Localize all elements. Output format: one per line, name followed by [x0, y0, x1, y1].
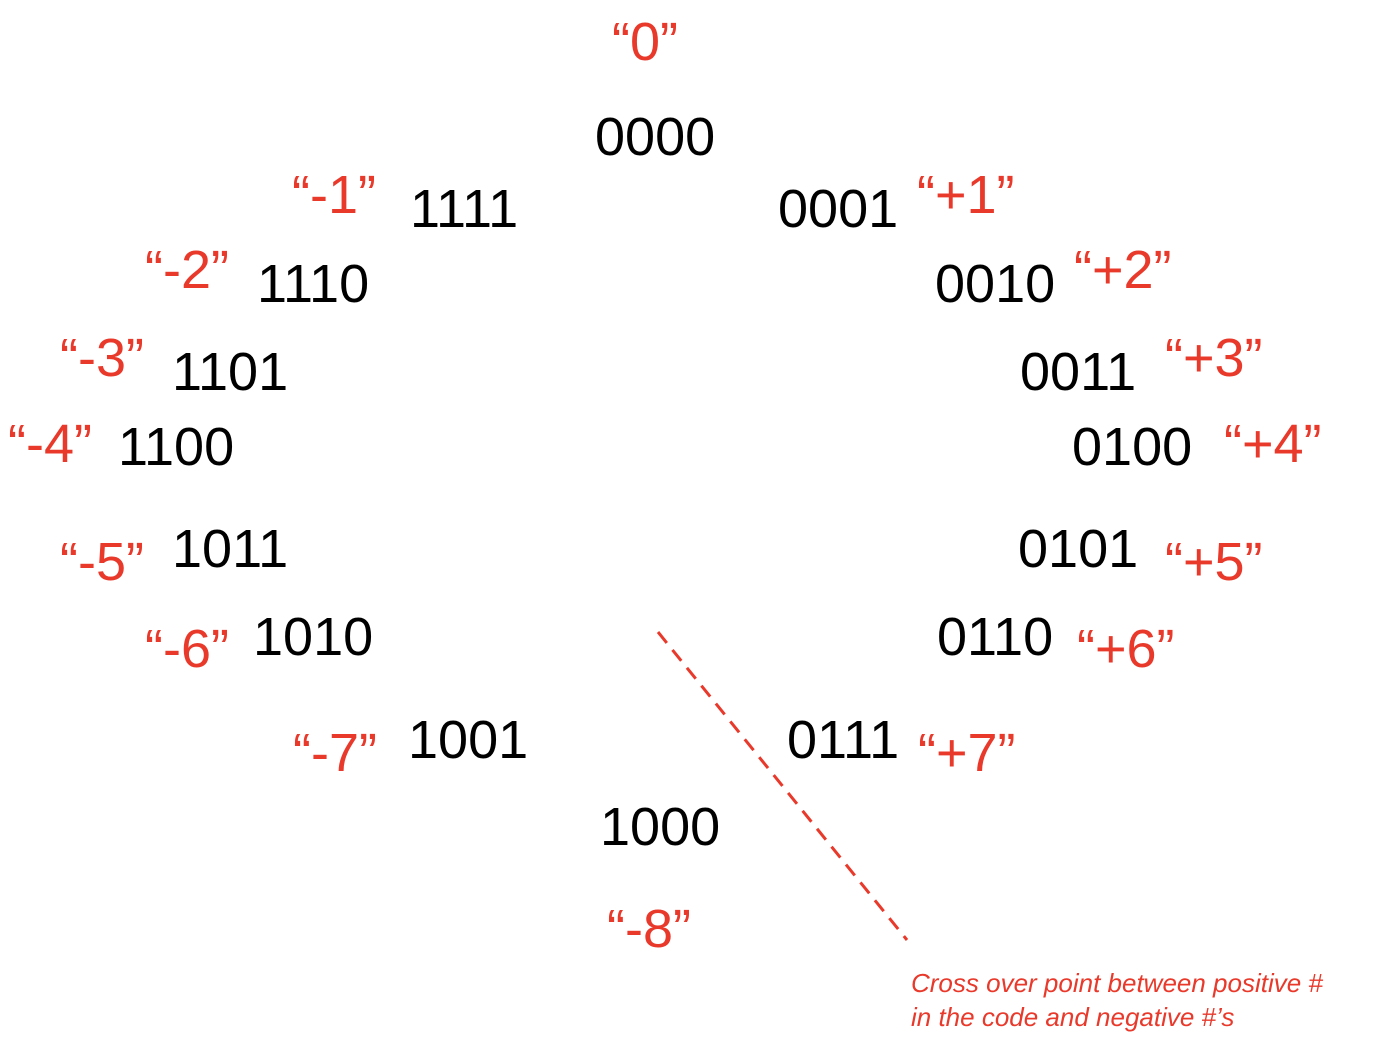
value-label-plus-4: “+4”: [1224, 414, 1322, 474]
value-label-minus-3: “-3”: [60, 328, 144, 388]
code-0100: 0100: [1072, 417, 1193, 477]
value-label-plus-1: “+1”: [917, 165, 1015, 225]
code-0001: 0001: [778, 179, 899, 239]
crossover-annotation-line-1: Cross over point between positive #: [911, 968, 1323, 998]
code-1010: 1010: [253, 607, 374, 667]
value-label-minus-5: “-5”: [60, 532, 144, 592]
value-label-plus-2: “+2”: [1074, 240, 1172, 300]
value-label-minus-1: “-1”: [292, 165, 376, 225]
code-1001: 1001: [408, 710, 529, 770]
value-label-minus-8: “-8”: [607, 899, 691, 959]
code-1000: 1000: [600, 797, 721, 857]
code-0011: 0011: [1020, 342, 1137, 402]
code-1110: 1110: [257, 254, 370, 314]
value-label-minus-6: “-6”: [145, 619, 229, 679]
code-0111: 0111: [787, 710, 900, 770]
crossover-dashed-line: [656, 631, 909, 941]
crossover-annotation: Cross over point between positive # in t…: [911, 966, 1323, 1034]
value-label-zero: “0”: [612, 12, 678, 72]
code-1011: 1011: [172, 519, 289, 579]
code-0110: 0110: [937, 607, 1054, 667]
code-0101: 0101: [1018, 519, 1139, 579]
value-label-minus-4: “-4”: [8, 414, 92, 474]
code-0010: 0010: [935, 254, 1056, 314]
value-label-minus-2: “-2”: [145, 240, 229, 300]
value-label-minus-7: “-7”: [293, 723, 377, 783]
code-1100: 1100: [118, 417, 235, 477]
crossover-annotation-line-2: in the code and negative #’s: [911, 1002, 1235, 1032]
value-label-plus-6: “+6”: [1077, 619, 1175, 679]
value-label-plus-3: “+3”: [1165, 328, 1263, 388]
code-1111: 1111: [410, 179, 519, 239]
code-1101: 1101: [172, 342, 289, 402]
code-0000: 0000: [595, 107, 716, 167]
value-label-plus-7: “+7”: [918, 723, 1016, 783]
value-label-plus-5: “+5”: [1165, 532, 1263, 592]
